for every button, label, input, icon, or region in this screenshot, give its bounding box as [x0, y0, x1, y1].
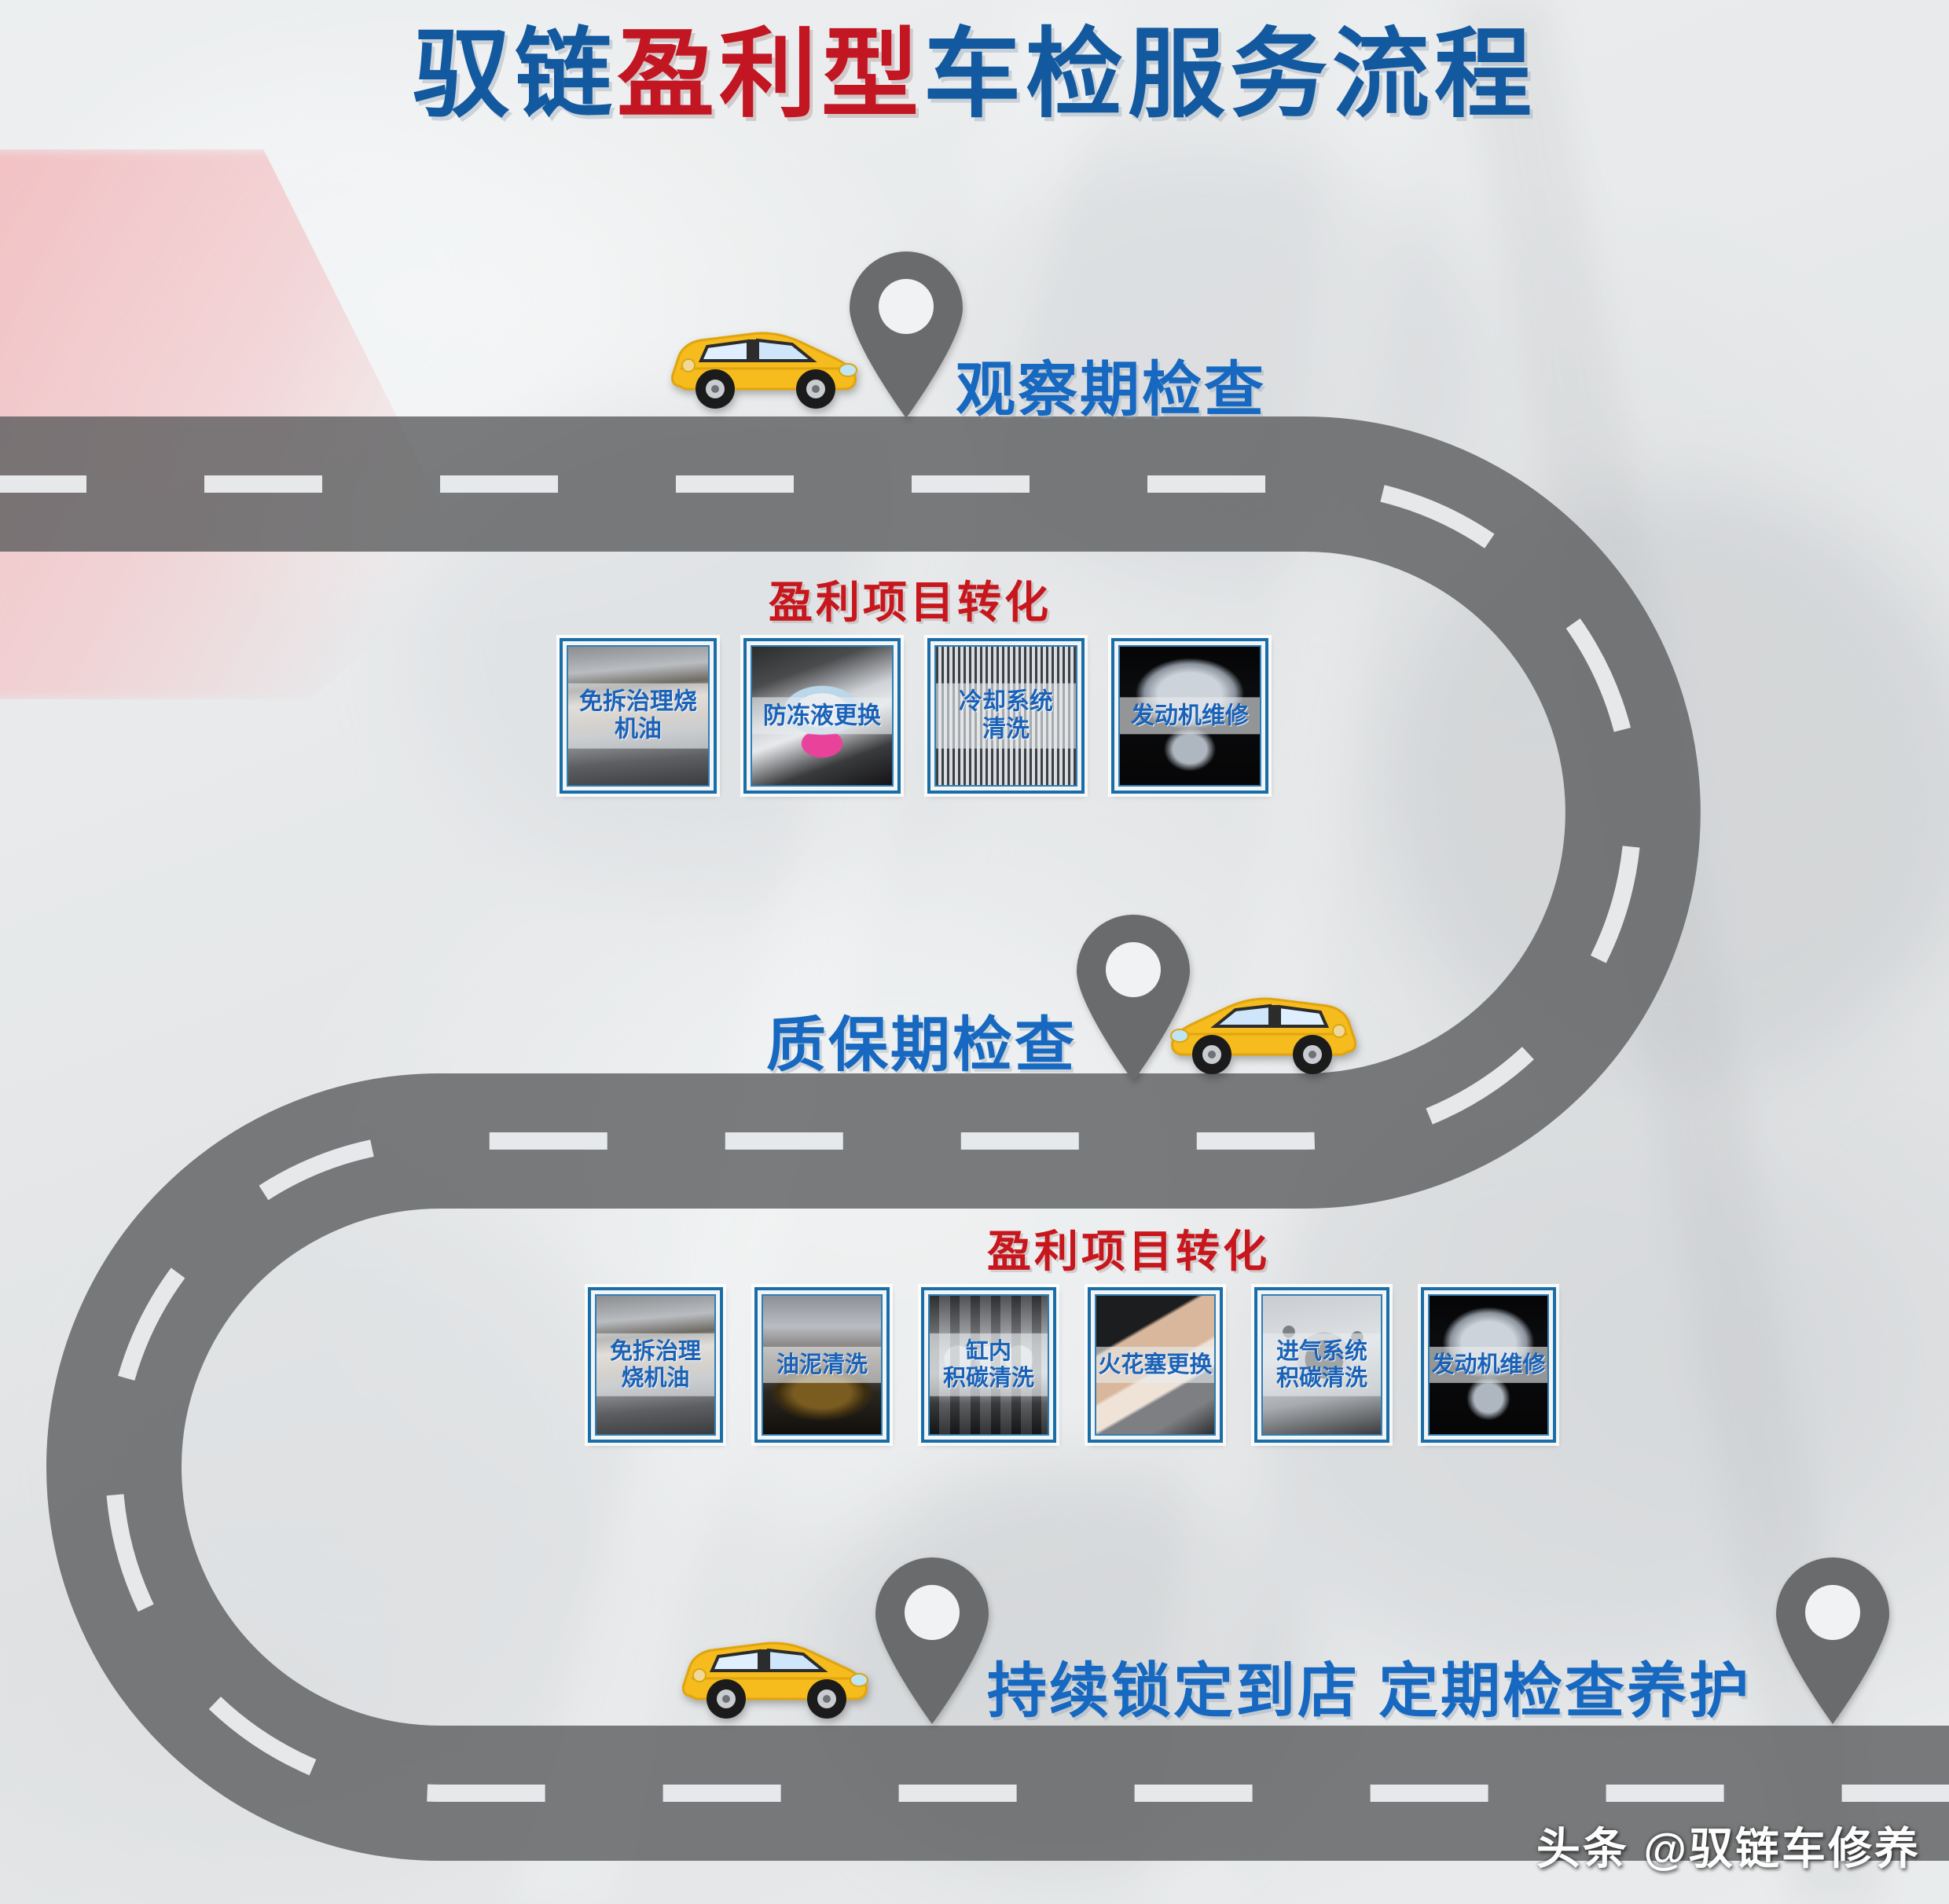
service-card[interactable]: 发动机维修 — [1421, 1287, 1556, 1443]
service-card[interactable]: 免拆治理 烧机油 — [588, 1287, 723, 1443]
service-card-label: 油泥清洗 — [763, 1346, 881, 1384]
conversion-heading-1: 盈利项目转化 — [769, 578, 1052, 627]
service-card-label: 冷却系统 清洗 — [936, 683, 1076, 749]
stage-label-3: 持续锁定到店 定期检查养护 — [987, 1658, 1752, 1725]
stage-label-1: 观察期检查 — [956, 357, 1266, 424]
page-title: 驭链盈利型车检服务流程 — [0, 20, 1949, 130]
service-card[interactable]: 火花塞更换 — [1088, 1287, 1223, 1443]
service-card-label: 缸内 积碳清洗 — [930, 1333, 1048, 1397]
yellow-car-icon-1 — [666, 318, 863, 413]
map-pin-icon-2 — [1070, 913, 1196, 1084]
watermark: 头条 @驭链车修养 — [1536, 1824, 1921, 1873]
service-card[interactable]: 免拆治理烧 机油 — [560, 638, 717, 794]
title-part-2: 盈利型 — [616, 20, 923, 129]
service-card-label: 发动机维修 — [1120, 697, 1260, 735]
service-card[interactable]: 缸内 积碳清洗 — [921, 1287, 1056, 1443]
service-card-label: 防冻液更换 — [752, 697, 892, 735]
service-card-label: 免拆治理 烧机油 — [596, 1333, 714, 1397]
service-card-label: 火花塞更换 — [1096, 1346, 1214, 1384]
service-card[interactable]: 防冻液更换 — [743, 638, 901, 794]
service-card[interactable]: 冷却系统 清洗 — [927, 638, 1085, 794]
service-card-label: 进气系统 积碳清洗 — [1263, 1333, 1381, 1397]
yellow-car-icon-3 — [677, 1628, 874, 1722]
title-part-3: 车检服务流程 — [923, 20, 1537, 129]
service-card[interactable]: 发动机维修 — [1111, 638, 1268, 794]
service-card-label: 发动机维修 — [1430, 1346, 1547, 1384]
service-card[interactable]: 油泥清洗 — [754, 1287, 890, 1443]
title-part-1: 驭链 — [412, 20, 617, 129]
map-pin-icon-1 — [843, 250, 969, 421]
service-card-label: 免拆治理烧 机油 — [568, 683, 708, 749]
service-card[interactable]: 进气系统 积碳清洗 — [1254, 1287, 1389, 1443]
yellow-car-icon-2 — [1165, 984, 1361, 1078]
conversion-heading-2: 盈利项目转化 — [987, 1227, 1270, 1276]
stage-label-2: 质保期检查 — [766, 1012, 1077, 1079]
map-pin-icon-4 — [1770, 1556, 1896, 1727]
map-pin-icon-3 — [869, 1556, 995, 1727]
